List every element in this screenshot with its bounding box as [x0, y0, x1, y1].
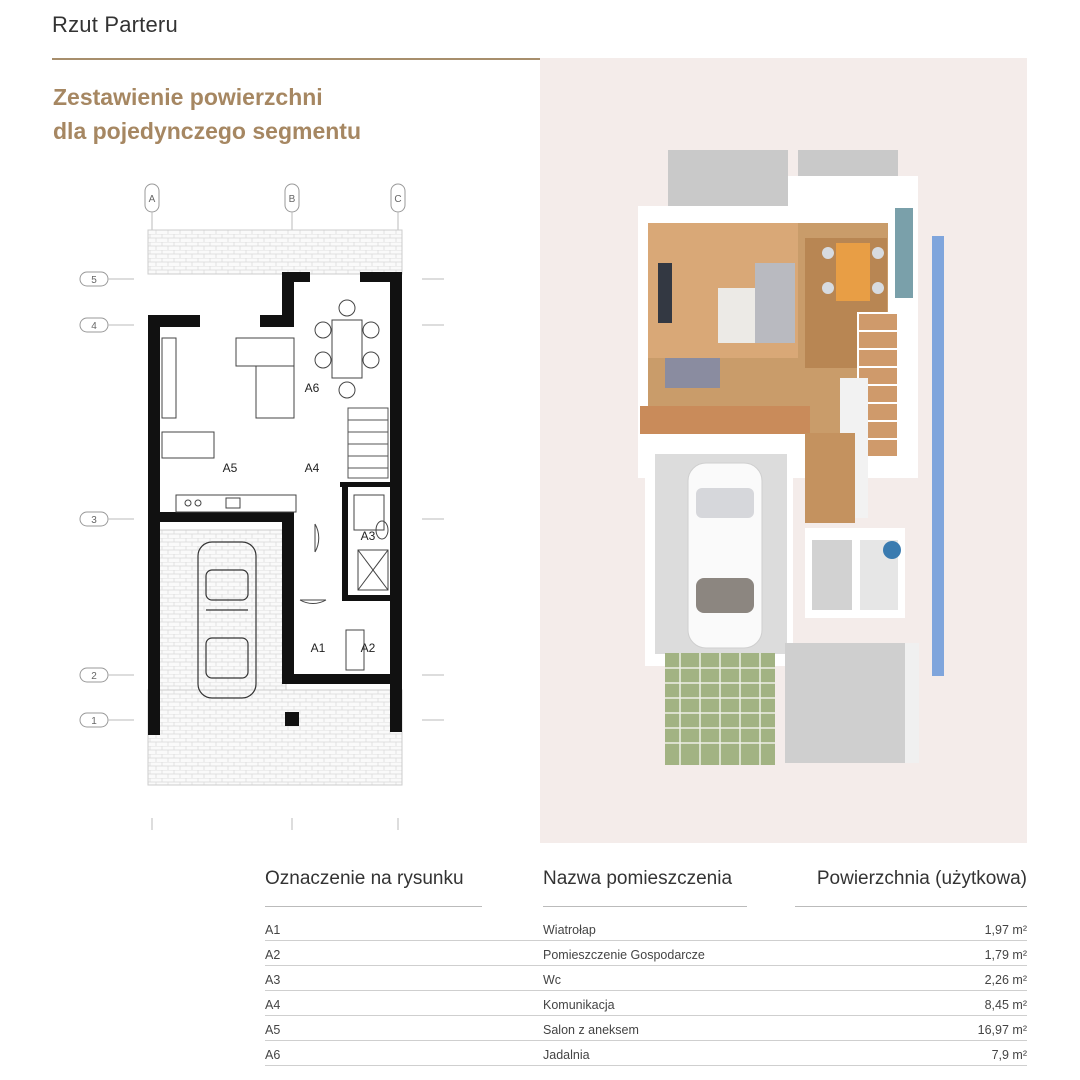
header-underline — [543, 906, 747, 907]
heading-line-1: Zestawienie powierzchni — [53, 84, 323, 110]
row-code: A6 — [265, 1048, 281, 1062]
room-label-a4: A4 — [305, 461, 320, 475]
row-name: Komunikacja — [543, 998, 615, 1012]
table-row: A3 Wc 2,26 m² — [265, 965, 1027, 991]
floor-plan: A B C 5 4 3 2 1 — [79, 183, 444, 830]
column-header-name: Nazwa pomieszczenia — [543, 868, 733, 889]
row-area: 16,97 m² — [977, 1023, 1027, 1037]
room-label-a1: A1 — [311, 641, 326, 655]
header-underline — [265, 906, 482, 907]
table-row: A4 Komunikacja 8,45 m² — [265, 990, 1027, 1016]
header-divider — [52, 58, 540, 60]
table-row: A5 Salon z aneksem 16,97 m² — [265, 1015, 1027, 1041]
axis-col-label: A — [149, 194, 156, 205]
row-area: 1,79 m² — [984, 948, 1027, 962]
axis-row-label: 1 — [91, 716, 97, 727]
room-label-a6: A6 — [305, 381, 320, 395]
row-area: 7,9 m² — [991, 1048, 1027, 1062]
page-title: Rzut Parteru — [52, 12, 178, 37]
row-area: 8,45 m² — [984, 998, 1027, 1012]
column-header-area: Powierzchnia (użytkowa) — [816, 868, 1027, 889]
room-label-a5: A5 — [223, 461, 238, 475]
heading-line-2: dla pojedynczego segmentu — [53, 118, 361, 144]
header-underline — [795, 906, 1027, 907]
row-code: A4 — [265, 998, 281, 1012]
row-name: Pomieszczenie Gospodarcze — [543, 948, 705, 962]
axis-row-label: 2 — [91, 671, 97, 682]
axis-row-label: 4 — [91, 321, 97, 332]
room-label-a2: A2 — [361, 641, 376, 655]
axis-col-label: B — [289, 194, 296, 205]
render-3d-plan — [540, 58, 1027, 843]
row-name: Wc — [543, 973, 562, 987]
row-code: A5 — [265, 1023, 281, 1037]
row-name: Salon z aneksem — [543, 1023, 639, 1037]
row-area: 1,97 m² — [984, 923, 1027, 937]
axis-row-label: 5 — [91, 275, 97, 286]
row-code: A3 — [265, 973, 281, 987]
row-name: Jadalnia — [543, 1048, 590, 1062]
row-area: 2,26 m² — [984, 973, 1027, 987]
table-row: A6 Jadalnia 7,9 m² — [265, 1040, 1027, 1066]
axis-col-label: C — [394, 194, 401, 205]
table-row: A2 Pomieszczenie Gospodarcze 1,79 m² — [265, 940, 1027, 966]
column-header-code: Oznaczenie na rysunku — [265, 868, 464, 889]
axis-row-label: 3 — [91, 515, 97, 526]
row-name: Wiatrołap — [543, 923, 596, 937]
row-code: A1 — [265, 923, 281, 937]
room-label-a3: A3 — [361, 529, 376, 543]
section-heading: Zestawienie powierzchni dla pojedynczego… — [53, 80, 361, 148]
table-row: A1 Wiatrołap 1,97 m² — [265, 915, 1027, 941]
row-code: A2 — [265, 948, 281, 962]
